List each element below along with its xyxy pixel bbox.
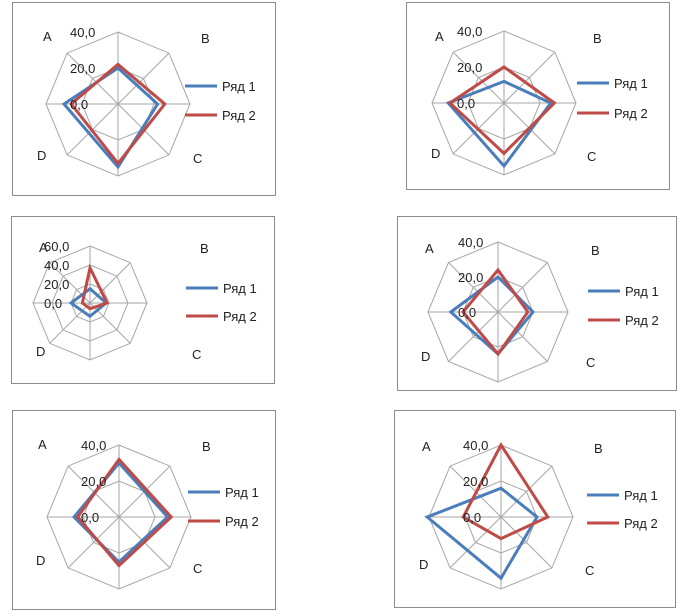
grid-spoke [448,262,499,313]
category-label-c: C [587,149,596,164]
series-1-line [445,79,554,169]
series-2-line [69,62,167,166]
legend-label-series-2: Ряд 2 [223,309,257,324]
series-2-line [461,267,530,357]
series-1-line [61,66,160,170]
tick-label: 20,0 [44,277,69,292]
tick-label: 60,0 [44,239,69,254]
grid-spoke [500,465,553,518]
category-label-d: D [419,557,428,572]
grid-spoke [117,52,170,105]
category-label-a: A [43,29,52,44]
category-label-d: D [36,553,45,568]
tick-label: 0,0 [457,96,475,111]
series-1-line [68,286,109,319]
tick-label: 40,0 [70,25,95,40]
tick-label: 0,0 [44,296,62,311]
tick-label: 20,0 [81,474,106,489]
series-1-line [424,486,539,581]
category-label-d: D [421,349,430,364]
radar-chart-4-svg: 0,0 20,0 40,0 A B C D Ряд 1 Ряд 2 [421,235,659,383]
grid-spoke [497,311,548,362]
category-label-b: B [201,31,210,46]
category-label-c: C [585,563,594,578]
grid-spoke [449,516,502,569]
tick-label: 20,0 [70,61,95,76]
legend-label-series-1: Ряд 1 [614,76,648,91]
series-2-line [447,65,557,156]
tick-label: 0,0 [81,510,99,525]
legend-label-series-1: Ряд 1 [624,488,658,503]
radar-chart-6-svg: 0,0 20,0 40,0 A B C D Ряд 1 Ряд 2 [419,438,658,590]
tick-label: 40,0 [463,438,488,453]
category-label-d: D [36,344,45,359]
grid-spoke [497,262,548,313]
legend-label-series-2: Ряд 2 [625,313,659,328]
category-label-a: A [435,29,444,44]
tick-label: 20,0 [458,270,483,285]
radar-chart-3-svg: 0,0 20,0 40,0 60,0A B C D Ряд 1 Ряд 2 [32,239,257,362]
radar-chart-4: 0,0 20,0 40,0 A B C D Ряд 1 Ряд 2 [397,216,677,391]
grid-spoke [89,302,131,344]
series-2-line [80,263,110,311]
radar-chart-6: 0,0 20,0 40,0 A B C D Ряд 1 Ряд 2 [394,410,676,608]
series-2-line [75,457,174,568]
category-label-b: B [202,439,211,454]
tick-label: 40,0 [81,438,106,453]
category-label-d: D [37,148,46,163]
grid-spoke [67,516,120,569]
radar-chart-2-svg: 0,0 20,0 40,0 A B C D Ряд 1 Ряд 2 [431,24,648,176]
category-label-b: B [200,241,209,256]
radar-chart-5: 0,0 20,0 40,0 A B C D Ряд 1 Ряд 2 [12,410,276,610]
category-label-a: A [38,437,47,452]
category-label-c: C [586,355,595,370]
category-label-a: A [39,240,48,255]
tick-label: 20,0 [457,60,482,75]
grid-spoke [448,311,499,362]
legend-label-series-1: Ряд 1 [223,281,257,296]
category-label-d: D [431,146,440,161]
tick-label: 0,0 [458,305,476,320]
category-label-a: A [422,439,431,454]
category-label-c: C [193,151,202,166]
radar-chart-2: 0,0 20,0 40,0 A B C D Ряд 1 Ряд 2 [406,2,670,190]
category-label-b: B [593,31,602,46]
radar-chart-5-svg: 0,0 20,0 40,0 A B C D Ряд 1 Ряд 2 [36,437,259,590]
tick-label: 40,0 [44,258,69,273]
legend-label-series-2: Ряд 2 [225,514,259,529]
grid-spoke [49,302,91,344]
legend-label-series-1: Ряд 1 [222,79,256,94]
radar-chart-1-svg: 0,0 20,0 40,0 A B C D Ряд 1 Ряд 2 [37,25,256,177]
category-label-c: C [193,561,202,576]
category-label-b: B [594,441,603,456]
grid-spoke [452,51,505,104]
legend-label-series-2: Ряд 2 [222,108,256,123]
legend-label-series-2: Ряд 2 [624,516,658,531]
legend-label-series-1: Ряд 1 [225,485,259,500]
tick-label: 40,0 [458,235,483,250]
series-2-line [461,442,551,541]
grid-spoke [66,52,119,105]
radar-chart-1: 0,0 20,0 40,0 A B C D Ряд 1 Ряд 2 [12,2,276,196]
tick-label: 40,0 [457,24,482,39]
tick-label: 0,0 [70,97,88,112]
tick-label: 20,0 [463,474,488,489]
grid-spoke [503,51,556,104]
grid-spoke [500,516,553,569]
category-label-b: B [591,243,600,258]
legend-label-series-1: Ряд 1 [625,284,659,299]
tick-label: 0,0 [463,510,481,525]
category-label-a: A [425,241,434,256]
category-label-c: C [192,347,201,362]
legend-label-series-2: Ряд 2 [614,106,648,121]
